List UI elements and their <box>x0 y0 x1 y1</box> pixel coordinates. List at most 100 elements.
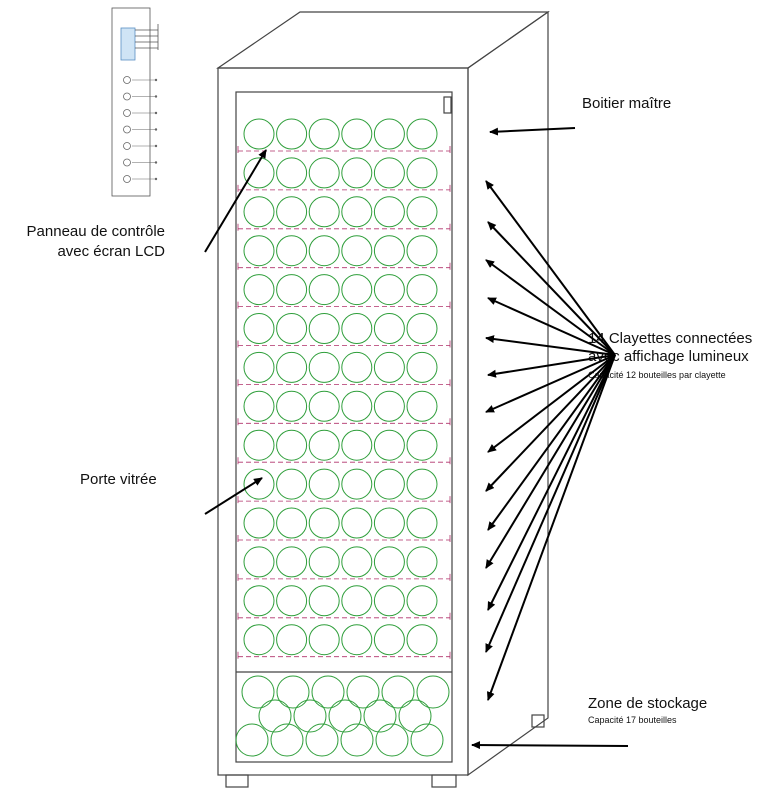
shelf <box>237 118 451 153</box>
bottle <box>308 390 340 422</box>
panel-button-dot <box>154 128 158 131</box>
bottle <box>308 313 340 344</box>
cabinet-top <box>216 11 550 69</box>
bottle <box>406 235 438 267</box>
bottle <box>276 624 308 656</box>
bottle <box>308 507 340 539</box>
panel-button-icon <box>123 125 131 134</box>
storage-bottle <box>340 723 374 757</box>
label-storage-sub: Capacité 17 bouteilles <box>588 715 677 725</box>
storage-bottle <box>258 699 292 733</box>
shelf-arrow <box>485 354 616 653</box>
shelf <box>237 313 451 348</box>
bottle <box>406 624 438 656</box>
label-shelves-1: 14 Clayettes connectées <box>588 330 752 347</box>
door-display-tab <box>443 96 452 114</box>
shelf-arrow <box>487 354 616 701</box>
storage-bottle <box>293 699 327 733</box>
shelves-group <box>237 118 451 659</box>
bottle <box>406 274 438 306</box>
shelf-arrow <box>487 354 616 611</box>
bottle <box>373 507 405 539</box>
panel-button-dot <box>154 161 158 164</box>
panel-button-dot <box>154 177 158 181</box>
bottle <box>243 196 275 228</box>
shelf <box>237 429 451 465</box>
bottle <box>341 390 373 422</box>
bottle <box>276 546 308 578</box>
bottle <box>373 468 405 500</box>
lcd-screen-icon <box>120 27 136 61</box>
bottle <box>243 118 275 150</box>
bottle <box>243 313 275 344</box>
bottle <box>308 157 340 189</box>
panel-button-icon <box>123 92 131 101</box>
storage-bottle <box>410 723 444 757</box>
shelf <box>237 468 451 504</box>
shelf-arrows-group <box>485 180 616 701</box>
shelf <box>237 546 451 581</box>
bottle <box>276 274 308 306</box>
storage-bottle <box>328 699 362 733</box>
bottle <box>243 624 275 656</box>
storage-bottle <box>363 699 397 733</box>
shelf-arrow <box>487 297 616 356</box>
bottle <box>243 468 275 500</box>
panel-button-dot <box>154 111 158 115</box>
shelf <box>237 585 451 620</box>
shelf-arrow <box>487 354 616 378</box>
bottle <box>341 624 373 656</box>
panel-button-icon <box>123 76 131 84</box>
label-control-panel-1: Panneau de contrôle <box>27 223 165 240</box>
bottle <box>308 118 340 150</box>
shelf <box>237 157 451 192</box>
bottle <box>243 585 275 617</box>
shelf <box>237 274 451 309</box>
storage-bottle <box>398 699 432 733</box>
bottle <box>276 390 308 422</box>
bottle <box>308 468 340 500</box>
bottle <box>406 196 438 228</box>
bottle <box>243 235 275 267</box>
bottle <box>373 390 405 422</box>
bottle <box>373 157 405 189</box>
bottle <box>341 507 373 539</box>
bottle <box>406 507 438 539</box>
storage-bottle <box>270 723 304 757</box>
foot-right <box>431 774 457 788</box>
bottle <box>308 274 340 306</box>
shelf <box>237 351 451 387</box>
shelf-arrow <box>485 354 616 492</box>
bottle <box>373 274 405 306</box>
bottle <box>373 118 405 150</box>
bottle <box>406 118 438 150</box>
label-glass-door: Porte vitrée <box>80 471 157 488</box>
bottle <box>406 313 438 344</box>
bottle <box>341 196 373 228</box>
bottle <box>243 390 275 422</box>
shelf-arrow <box>487 354 616 453</box>
bottle <box>373 313 405 344</box>
bottle <box>243 429 275 461</box>
storage-bottle <box>241 675 275 709</box>
label-shelves-sub: Capacité 12 bouteilles par clayette <box>588 370 726 380</box>
bottle <box>406 351 438 383</box>
bottle <box>276 468 308 500</box>
shelf <box>237 235 451 270</box>
bottle <box>308 351 340 383</box>
bottle <box>406 546 438 578</box>
shelf-arrow <box>487 221 616 356</box>
bottle <box>373 235 405 267</box>
bottle <box>276 235 308 267</box>
bottle <box>406 429 438 461</box>
bottle <box>373 351 405 383</box>
shelf-arrow <box>485 354 616 413</box>
label-storage-title: Zone de stockage <box>588 695 707 712</box>
bottle <box>308 196 340 228</box>
storage-bottles-group <box>235 675 450 757</box>
control-panel-outline <box>111 7 151 197</box>
bottle <box>243 546 275 578</box>
bottle <box>406 585 438 617</box>
bottle <box>373 546 405 578</box>
